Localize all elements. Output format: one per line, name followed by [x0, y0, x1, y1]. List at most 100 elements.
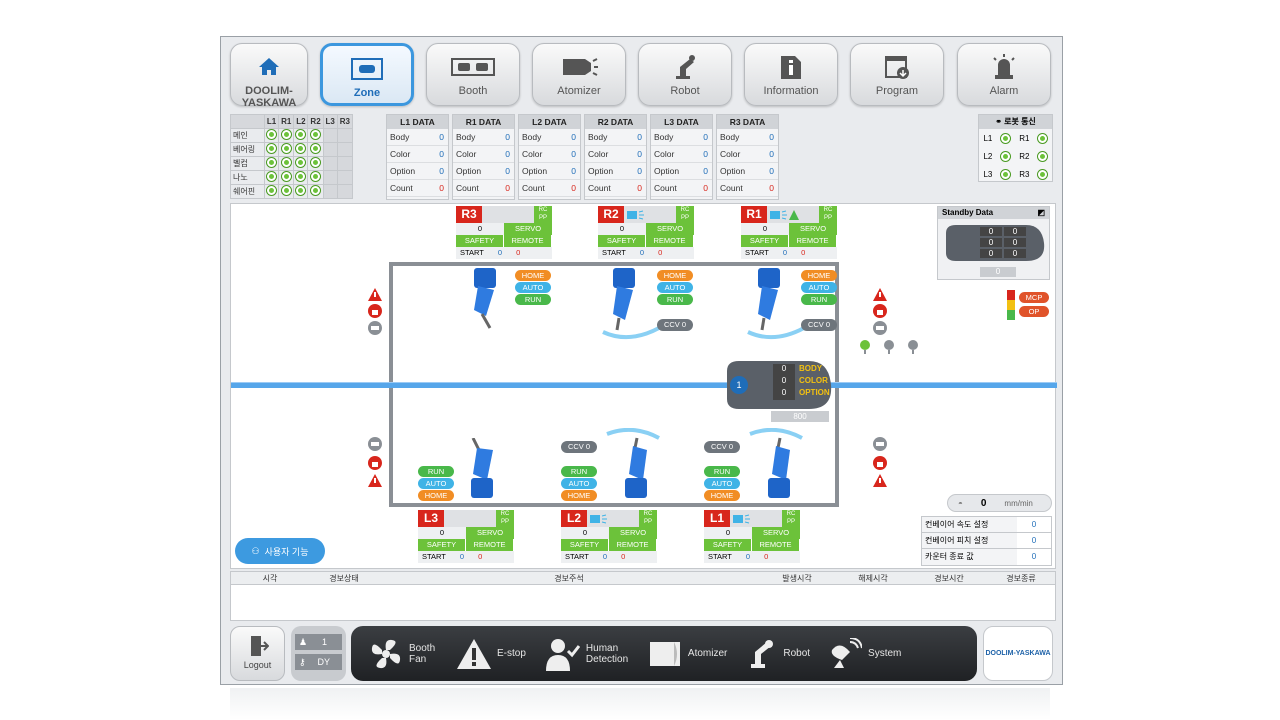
status-dot [311, 130, 321, 139]
run-pill-r3[interactable]: RUN [515, 294, 551, 305]
logo-text: DOOLIM-YASKAWA [241, 85, 297, 109]
door-icon [368, 437, 382, 451]
atomizer-small-icon [733, 514, 750, 523]
auto-pill-r3[interactable]: AUTO [515, 282, 551, 293]
nav-information[interactable]: Information [744, 43, 838, 106]
home-pill-r2[interactable]: HOME [657, 270, 693, 281]
nav-program-label: Program [875, 85, 919, 97]
home-pill-l1[interactable]: HOME [704, 490, 740, 501]
user-function-button[interactable]: ⚇사용자 기능 [235, 538, 325, 564]
status-dot [281, 130, 291, 139]
home-pill-l3[interactable]: HOME [418, 490, 454, 501]
logout-icon [250, 636, 269, 656]
run-pill-l2[interactable]: RUN [561, 466, 597, 477]
auto-pill-l2[interactable]: AUTO [561, 478, 597, 489]
status-dot [267, 172, 277, 181]
alarm-icon [993, 54, 1015, 79]
warning-icon [368, 288, 382, 301]
alarm-table: 시각 경보상태 경보주석 발생시각 해제시각 경보시간 경보종류 [230, 571, 1056, 621]
zone-icon [351, 58, 383, 80]
warning-icon [368, 474, 382, 487]
person-icon: ♟ [299, 636, 308, 647]
run-pill-r2[interactable]: RUN [657, 294, 693, 305]
table-row: 나노 [229, 170, 354, 185]
dock-robot[interactable]: Robot [745, 638, 810, 670]
mcp-pill[interactable]: MCP [1019, 292, 1049, 303]
status-dot [1038, 169, 1048, 179]
auto-pill-r1[interactable]: AUTO [801, 282, 837, 293]
program-icon [885, 56, 909, 79]
col-header: R1 [278, 114, 295, 129]
status-dot [311, 158, 321, 167]
logout-button[interactable]: Logout [230, 626, 285, 681]
op-pill[interactable]: OP [1019, 306, 1049, 317]
estop-warning-icon [457, 638, 491, 669]
warning-small-icon [789, 209, 799, 220]
home-pill-l2[interactable]: HOME [561, 490, 597, 501]
auto-pill-l1[interactable]: AUTO [704, 478, 740, 489]
nav-booth[interactable]: Booth [426, 43, 520, 106]
sensor-icons [860, 340, 918, 354]
bottom-conveyor-rail [389, 503, 839, 507]
car-number-badge: 1 [730, 376, 748, 394]
expand-icon[interactable]: ◩ [1037, 208, 1045, 217]
atomizer-small-icon [770, 210, 787, 219]
nav-alarm[interactable]: Alarm [957, 43, 1051, 106]
robot-arm-l1 [749, 428, 803, 498]
nav-atomizer[interactable]: Atomizer [532, 43, 626, 106]
signal-tower-icon [1007, 290, 1015, 320]
home-button[interactable]: DOOLIM-YASKAWA [230, 43, 308, 109]
dock-atomizer[interactable]: Atomizer [648, 640, 727, 668]
dock-human-detection[interactable]: Human Detection [544, 637, 630, 671]
run-pill-r1[interactable]: RUN [801, 294, 837, 305]
run-pill-l1[interactable]: RUN [704, 466, 740, 477]
home-pill-r3[interactable]: HOME [515, 270, 551, 281]
lock-icon [368, 304, 382, 318]
run-pill-l3[interactable]: RUN [418, 466, 454, 477]
dock-system[interactable]: System [828, 637, 901, 670]
status-dock: Booth Fan E-stop Human Detection Atomize… [351, 626, 977, 681]
atomizer-icon [563, 58, 598, 76]
nav-robot[interactable]: Robot [638, 43, 732, 106]
home-icon [259, 58, 279, 75]
status-dot [267, 158, 277, 167]
dock-booth-fan[interactable]: Booth Fan [369, 637, 439, 671]
top-conveyor-rail [389, 262, 839, 266]
human-icon [545, 638, 580, 671]
nav-zone[interactable]: Zone [320, 43, 414, 106]
nav-alarm-label: Alarm [989, 85, 1019, 97]
status-dot [281, 172, 291, 181]
key-icon: ⚷ [299, 656, 306, 667]
auto-pill-r2[interactable]: AUTO [657, 282, 693, 293]
lock-icon [368, 456, 382, 470]
user-info: ♟1 ⚷DY [291, 626, 346, 681]
dock-estop[interactable]: E-stop [457, 638, 526, 669]
lock-icon [873, 304, 887, 318]
table-row: 메인 [229, 128, 354, 143]
status-dot [1001, 169, 1011, 179]
status-dot [267, 186, 277, 195]
door-icon [873, 437, 887, 451]
col-header: R3 [336, 114, 354, 129]
nav-atomizer-label: Atomizer [557, 85, 601, 97]
warning-icon [873, 288, 887, 301]
status-dot [1038, 151, 1048, 161]
status-dot [267, 130, 277, 139]
auto-pill-l3[interactable]: AUTO [418, 478, 454, 489]
status-dot [296, 186, 306, 195]
home-pill-r1[interactable]: HOME [801, 270, 837, 281]
nav-program[interactable]: Program [850, 43, 944, 106]
